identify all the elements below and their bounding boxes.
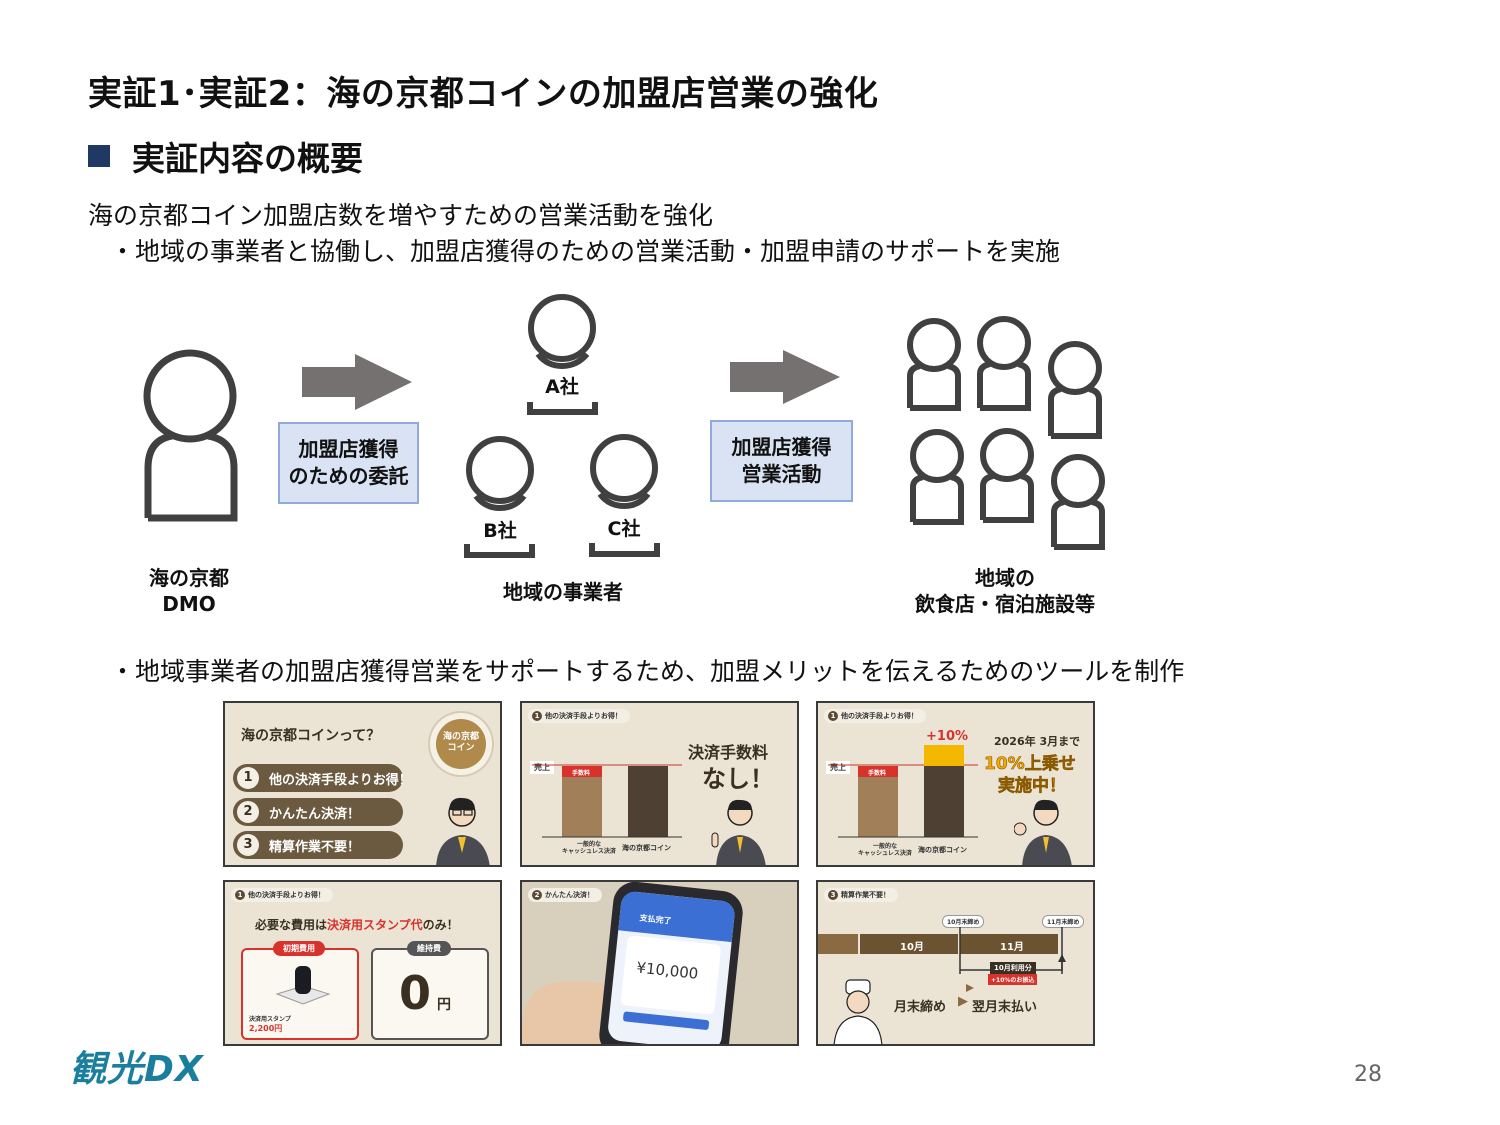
slide2-bar-chart <box>532 764 682 838</box>
payment-stamp-icon <box>275 966 331 1005</box>
page-title: 実証1･実証2：海の京都コインの加盟店営業の強化 <box>88 74 879 114</box>
square-bullet-icon <box>88 145 110 167</box>
section-heading: 実証内容の概要 <box>88 132 363 180</box>
shops-person-group-icon <box>907 316 1105 550</box>
maintenance-cost-panel: 維持費 0 円 <box>371 941 489 1040</box>
maintenance-label: 維持費 <box>407 941 451 956</box>
arrow-right-icon: ▶ <box>958 994 968 1009</box>
slide2-x1-label: 一般的なキャッシュレス決済 <box>562 841 616 856</box>
slide2-y-label: 売上 <box>530 761 554 774</box>
company-c-person-icon <box>589 434 660 557</box>
thinking-man-icon <box>436 797 490 865</box>
pointing-man-icon <box>711 799 766 865</box>
oct-usage-label: 10月利用分 <box>990 962 1036 974</box>
slide4-headline: 必要な費用は決済用スタンプ代のみ！ <box>255 918 459 932</box>
arrow-right-icon <box>302 354 412 410</box>
slide2-headline-2: なし！ <box>702 765 774 793</box>
page-number: 28 <box>1354 1062 1382 1087</box>
operators-label: 地域の事業者 <box>503 580 623 604</box>
slide2-x2-label: 海の京都コイン <box>622 844 671 852</box>
billing-timeline <box>818 927 1066 992</box>
dmo-person-icon <box>143 349 238 522</box>
sales-activity-box-line1: 加盟店獲得 <box>731 435 832 459</box>
company-b-person-icon <box>464 436 535 558</box>
oct-bonus-label: +10%のお振込 <box>988 974 1038 985</box>
coin-speech-bubble-icon: 海の京都コイン <box>430 713 492 775</box>
shops-label-line1: 地域の <box>975 566 1035 590</box>
delegation-box-line1: 加盟店獲得 <box>298 437 399 461</box>
coin-badge-icon: 海の京都コイン <box>436 719 486 769</box>
smartphone-image: 支払完了 ¥10,000 <box>597 882 745 1044</box>
nov-label: 11月 <box>1000 942 1024 953</box>
slide3-promo-1: 2026年 3月まで <box>994 735 1081 748</box>
stamp-name: 決済用スタンプ <box>249 1016 291 1023</box>
stamp-price: 2,200円 <box>249 1024 283 1033</box>
slide2-headline-1: 決済手数料 <box>688 743 769 762</box>
arrow-right-icon <box>730 350 840 404</box>
intro-line: 海の京都コイン加盟店数を増やすための営業活動を強化 <box>88 201 714 230</box>
slide2-fee-label: 手数料 <box>572 770 591 777</box>
slide3-x1-label: 一般的なキャッシュレス決済 <box>858 843 912 858</box>
dmo-label-line2: DMO <box>162 592 216 617</box>
delegation-diagram <box>143 294 1105 558</box>
shops-label-line2: 飲食店・宿泊施設等 <box>915 592 1095 617</box>
ok-sign-man-icon <box>1014 799 1072 865</box>
oct-label: 10月 <box>900 942 924 953</box>
company-a-label: A社 <box>545 376 579 398</box>
next-month-payment-label: 翌月末払い <box>972 1000 1038 1015</box>
dmo-label-line1: 海の京都 <box>149 566 229 590</box>
slide3-y-label: 売上 <box>826 761 850 774</box>
company-c-label: C社 <box>607 518 641 540</box>
company-a-person-icon <box>527 294 598 415</box>
zero-cost-unit: 円 <box>437 997 451 1013</box>
intro-bullet-2: ・地域事業者の加盟店獲得営業をサポートするため、加盟メリットを伝えるためのツール… <box>110 657 1185 686</box>
chef-icon <box>833 979 883 1044</box>
company-b-label: B社 <box>483 520 517 542</box>
slide1-heading: 海の京都コインって？ <box>241 728 381 744</box>
section-heading-text: 実証内容の概要 <box>132 139 363 178</box>
sales-activity-box: 加盟店獲得営業活動 <box>710 420 853 502</box>
nov-close-label: 11月末締め <box>1042 915 1085 928</box>
zero-cost-value: 0 <box>399 966 432 1020</box>
oct-close-label: 10月末締め <box>942 915 985 928</box>
slide3-fee-label: 手数料 <box>868 770 887 777</box>
slide3-bar-chart <box>828 745 978 838</box>
initial-cost-panel: 初期費用 決済用スタンプ 2,200円 <box>241 941 359 1040</box>
slide3-promo-3: 実施中！ <box>998 776 1067 797</box>
slide3-bonus-label: +10% <box>926 729 969 744</box>
delegation-box: 加盟店獲得のための委託 <box>278 422 419 504</box>
initial-cost-label: 初期費用 <box>273 941 325 956</box>
slide3-promo-2: 10%上乗せ <box>984 754 1076 775</box>
shops-label: 地域の飲食店・宿泊施設等 <box>895 565 1115 618</box>
sales-activity-box-line2: 営業活動 <box>741 462 822 486</box>
kanko-dx-logo: 観光DX <box>70 1049 204 1090</box>
slide3-x2-label: 海の京都コイン <box>918 846 967 854</box>
delegation-box-line2: のための委託 <box>288 464 409 488</box>
intro-bullet-1: ・地域の事業者と協働し、加盟店獲得のための営業活動・加盟申請のサポートを実施 <box>110 237 1061 266</box>
monthly-close-label: 月末締め <box>894 1000 947 1015</box>
